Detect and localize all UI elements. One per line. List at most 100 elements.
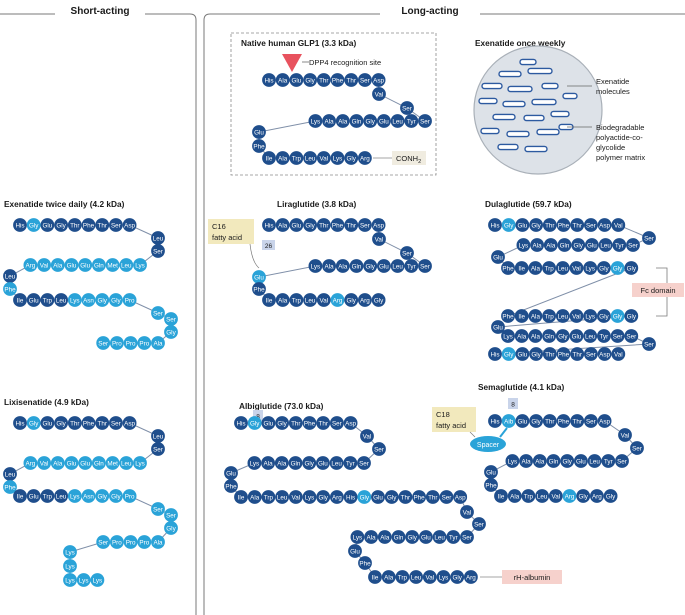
residue-label: Glu [379, 118, 389, 125]
residue-label: Leu [56, 297, 67, 304]
residue-label: Ile [266, 297, 273, 304]
residue-label: Phe [558, 418, 570, 425]
residue-label: Lys [503, 333, 513, 340]
title-glp1: Native human GLP1 (3.3 kDa) [241, 38, 357, 48]
residue-label: Gly [562, 458, 572, 465]
residue [384, 490, 399, 504]
residue [535, 489, 549, 503]
residue-label: Phe [413, 494, 425, 501]
residue [275, 151, 290, 165]
residue-label: Lys [585, 313, 595, 320]
residue-label: Met [107, 460, 118, 467]
residue-label: Val [572, 313, 581, 320]
residue-label: Lys [439, 574, 449, 581]
residue [377, 259, 391, 273]
residue-label: Ser [442, 494, 452, 501]
residue-label: Gly [346, 297, 356, 304]
residue [630, 441, 644, 455]
residue-label: Phe [558, 222, 570, 229]
residue [151, 442, 165, 456]
exenatide-molecule-capsules [478, 58, 578, 153]
residue-label: Gly [599, 265, 609, 272]
residue-label: Ser [420, 263, 430, 270]
residue-label: Arg [360, 155, 370, 162]
residue-label: Gln [544, 333, 554, 340]
residue-label: Glu [29, 493, 39, 500]
residue [164, 312, 178, 326]
residue-label: Val [363, 433, 372, 440]
residue [507, 489, 522, 503]
spacer-shape [470, 436, 506, 452]
residue [363, 259, 378, 273]
residue-label: Phe [4, 484, 16, 491]
residue-label: Lys [311, 118, 321, 125]
residue-label: Phe [4, 286, 16, 293]
residue [405, 530, 420, 544]
residue [404, 259, 419, 273]
residue [330, 293, 345, 307]
residue-label: Gln [394, 534, 404, 541]
residue [601, 454, 616, 468]
residue [288, 456, 303, 470]
position-26-label: 26 [265, 243, 273, 250]
residue-label: Ala [153, 539, 163, 546]
residue-label: Glu [493, 254, 503, 261]
residue [344, 151, 359, 165]
residue [247, 416, 262, 430]
fc-domain-annotation: Fc domain [632, 267, 684, 317]
title-dulaglutide: Dulaglutide (59.7 kDa) [485, 199, 572, 209]
residue [460, 505, 474, 519]
residue-label: Lys [519, 242, 529, 249]
residue-label: Val [572, 265, 581, 272]
residue-label: Glu [517, 222, 527, 229]
residue [425, 490, 440, 504]
residue [123, 336, 138, 350]
residue [569, 261, 584, 275]
residue [529, 218, 543, 232]
residue-label: Pro [112, 539, 122, 546]
residue [81, 218, 96, 232]
residue [412, 490, 426, 504]
residue-label: Val [375, 236, 384, 243]
residue-label: Glu [486, 469, 496, 476]
conh2-label: CONH [396, 154, 418, 163]
residue [642, 337, 656, 351]
residue [542, 309, 556, 323]
residue-label: Glu [421, 534, 431, 541]
residue [289, 293, 304, 307]
residue [418, 259, 432, 273]
residue-label: Thr [545, 222, 554, 229]
matrix-label-4: polymer matrix [596, 153, 645, 162]
residue [330, 151, 345, 165]
residue-label: Gln [94, 262, 104, 269]
residue [569, 309, 584, 323]
residue [26, 218, 41, 232]
residue [472, 517, 486, 531]
residue [419, 530, 433, 544]
residue [23, 456, 38, 470]
residue [95, 293, 110, 307]
residue [13, 293, 27, 307]
residue-label: Pro [139, 340, 149, 347]
residue-label: Gly [613, 313, 623, 320]
residue-label: Ile [518, 313, 525, 320]
residue-label: Ser [402, 250, 412, 257]
residue [322, 259, 336, 273]
residue [488, 218, 502, 232]
residue [501, 218, 516, 232]
residue-label: Gly [531, 351, 541, 358]
exenatide-molecules-label-2: molecules [596, 87, 630, 96]
residue-label: Val [375, 91, 384, 98]
residue-label: Glu [67, 262, 77, 269]
residue [521, 489, 536, 503]
residue-label: Lys [333, 155, 343, 162]
exenatide-molecule-capsule [536, 128, 560, 136]
residue [3, 269, 17, 283]
residue-label: Gly [531, 222, 541, 229]
residue-label: Ile [266, 155, 273, 162]
exenatide-molecule-capsule [524, 145, 548, 153]
residue [357, 456, 371, 470]
residue-label: Gly [277, 420, 287, 427]
residue [123, 535, 138, 549]
